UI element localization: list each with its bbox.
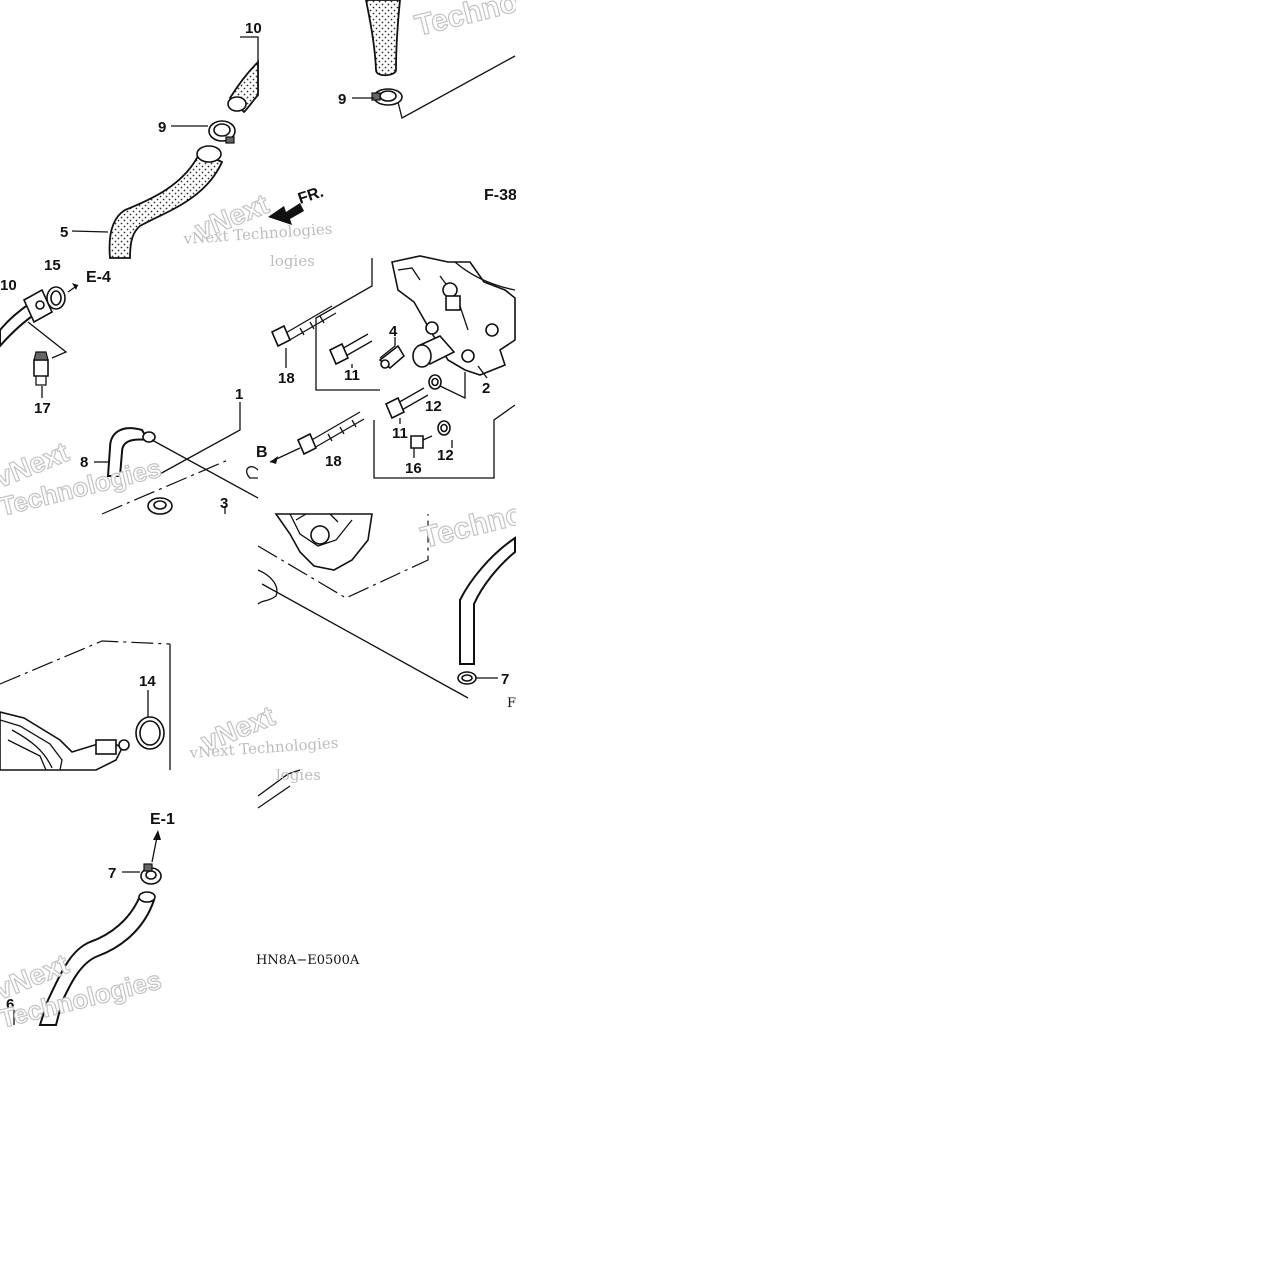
callout-6: 6 xyxy=(6,996,14,1013)
guide-line-7 xyxy=(261,583,469,699)
callout-14: 14 xyxy=(139,673,156,690)
dash-line-lower xyxy=(0,640,171,685)
flange-fitting xyxy=(22,288,54,324)
watermark-layer: Techno vNext Technologies vNext logies v… xyxy=(0,0,528,1034)
thermostat-cover xyxy=(274,513,373,571)
washer-12-lower xyxy=(437,420,451,436)
dash-line-mid xyxy=(101,459,229,515)
callout-18-lower: 18 xyxy=(325,453,342,470)
clamp-9-left xyxy=(208,120,236,144)
gasket-edge-lower xyxy=(257,569,278,605)
bracket-upper xyxy=(315,258,380,391)
elbow-fitting xyxy=(147,497,173,515)
clamp-7-right xyxy=(457,671,477,685)
watermark-logies-1: logies xyxy=(270,252,315,270)
bolt-17 xyxy=(33,351,49,386)
bolt-16 xyxy=(410,435,433,449)
gasket-edge-lower-3 xyxy=(257,785,291,809)
tile-mid-right: B 18 4 11 2 12 11 18 16 12 xyxy=(246,255,516,479)
callout-12-upper: 12 xyxy=(425,398,442,415)
callout-3: 3 xyxy=(220,495,228,512)
watermark-logies-2: logies xyxy=(276,766,321,784)
callout-7-left: 7 xyxy=(108,865,116,882)
callout-9-left: 9 xyxy=(158,119,166,136)
callout-10-top: 10 xyxy=(245,20,262,37)
clamp-9-top xyxy=(371,88,403,106)
watermark-techno-top: Techno xyxy=(412,0,521,43)
callout-7-right: 7 xyxy=(501,671,509,688)
callout-16: 16 xyxy=(405,460,422,477)
guide-line-1 xyxy=(151,439,259,499)
hose-upper-right xyxy=(365,0,401,77)
callout-9-top: 9 xyxy=(338,91,346,108)
actuator xyxy=(412,335,456,368)
bolt-11-lower xyxy=(384,387,429,420)
callout-8: 8 xyxy=(80,454,88,471)
hose-6 xyxy=(38,894,156,1026)
leader-5 xyxy=(71,230,109,233)
hose-5-end xyxy=(196,145,222,163)
pump-housing xyxy=(0,711,130,771)
callout-1: 1 xyxy=(235,386,243,403)
callout-12-lower: 12 xyxy=(437,447,454,464)
front-direction-arrow: FR. xyxy=(268,184,326,225)
diagram-code: HN8A−E0500A xyxy=(256,953,360,968)
callout-15: 15 xyxy=(44,257,61,274)
tile-lower-right: 7 F xyxy=(257,513,516,809)
fitting-8 xyxy=(142,431,156,443)
ref-f38: F-38 xyxy=(484,187,517,204)
clamp-7-left xyxy=(140,863,162,885)
ref-e4: E-4 xyxy=(86,269,111,286)
callout-17: 17 xyxy=(34,400,51,417)
tile-bottom-left: E-1 7 6 xyxy=(6,811,175,1026)
hose-6-end xyxy=(138,891,156,903)
leader-2 xyxy=(477,365,488,379)
bracket-lower xyxy=(373,404,516,479)
ref-e1: E-1 xyxy=(150,811,175,828)
bolt-18-lower xyxy=(296,411,365,456)
callout-10-left: 10 xyxy=(0,277,17,294)
leader-4 xyxy=(379,337,396,359)
sensor-4 xyxy=(378,344,406,370)
callout-5: 5 xyxy=(60,224,68,241)
hose-7-upper xyxy=(459,536,516,665)
bolt-18-upper xyxy=(270,305,337,348)
washer-12-upper xyxy=(428,374,442,390)
leader-1 xyxy=(157,402,241,476)
tile-mid-left: E-4 10 15 17 1 8 3 xyxy=(0,257,259,515)
hose-10-end xyxy=(227,96,247,112)
gasket-edge-lower-2 xyxy=(257,769,301,797)
tile-lower-left: 14 xyxy=(0,640,171,771)
leader-10-top xyxy=(240,36,259,70)
tile-upper-hose: FR. F-38 10 9 9 5 xyxy=(60,0,517,259)
leader-12-upper xyxy=(439,372,466,400)
callout-11-upper: 11 xyxy=(344,367,360,384)
callout-2: 2 xyxy=(482,380,490,397)
leader-bracket-17 xyxy=(27,321,68,359)
gasket-15 xyxy=(46,286,66,310)
leader-bracket-top xyxy=(397,55,516,119)
hose-5 xyxy=(108,150,224,259)
callout-4: 4 xyxy=(389,323,398,340)
thermostat-housing xyxy=(391,255,516,376)
callout-11-lower: 11 xyxy=(392,425,408,442)
gasket-edge xyxy=(246,466,259,479)
fr-label: FR. xyxy=(296,184,326,208)
gasket-14 xyxy=(135,716,165,750)
ref-b: B xyxy=(256,444,268,461)
callout-18-upper: 18 xyxy=(278,370,295,387)
bolt-11-upper xyxy=(328,333,373,366)
ref-f-partial: F xyxy=(507,696,516,711)
dash-line-thermo xyxy=(257,514,429,599)
